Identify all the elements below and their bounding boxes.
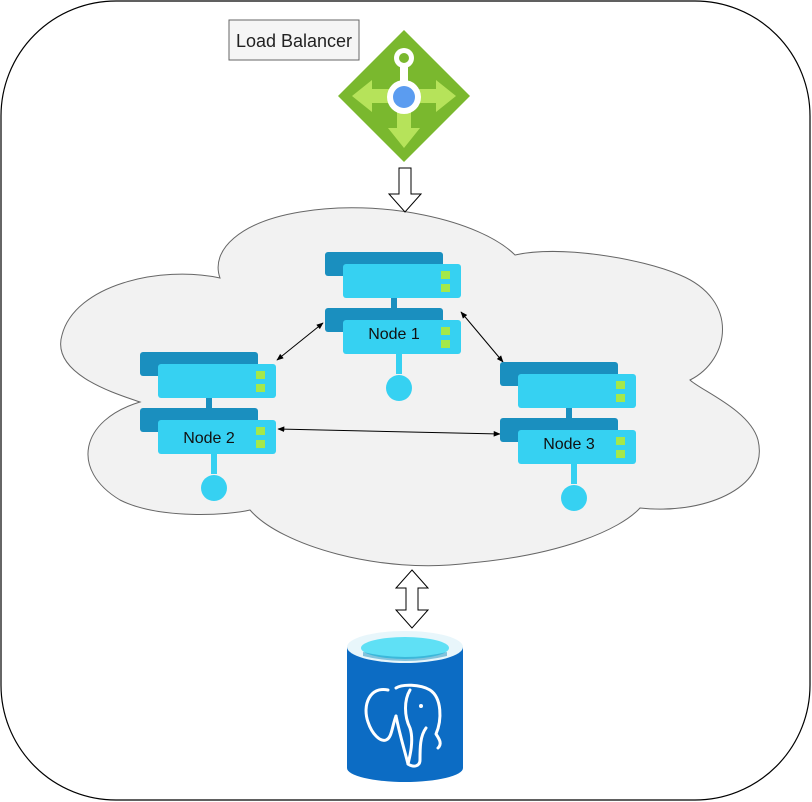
node-2: Node 2 bbox=[140, 352, 276, 501]
load-balancer-label-box: Load Balancer bbox=[228, 19, 360, 61]
node-2-label: Node 2 bbox=[183, 430, 235, 447]
postgresql-database-icon bbox=[347, 631, 463, 782]
node-1-label: Node 1 bbox=[368, 326, 420, 343]
load-balancer-label: Load Balancer bbox=[236, 31, 352, 51]
node-1: Node 1 bbox=[325, 252, 461, 401]
link-node2-node3 bbox=[277, 426, 501, 437]
node-3: Node 3 bbox=[500, 362, 636, 511]
link-node1-node2 bbox=[276, 322, 324, 361]
node-3-label: Node 3 bbox=[543, 436, 595, 453]
load-balancer-icon bbox=[338, 30, 470, 162]
load-balancer-down-arrow bbox=[387, 167, 423, 213]
link-node1-node3 bbox=[460, 311, 504, 363]
cloud-database-double-arrow bbox=[394, 569, 430, 629]
